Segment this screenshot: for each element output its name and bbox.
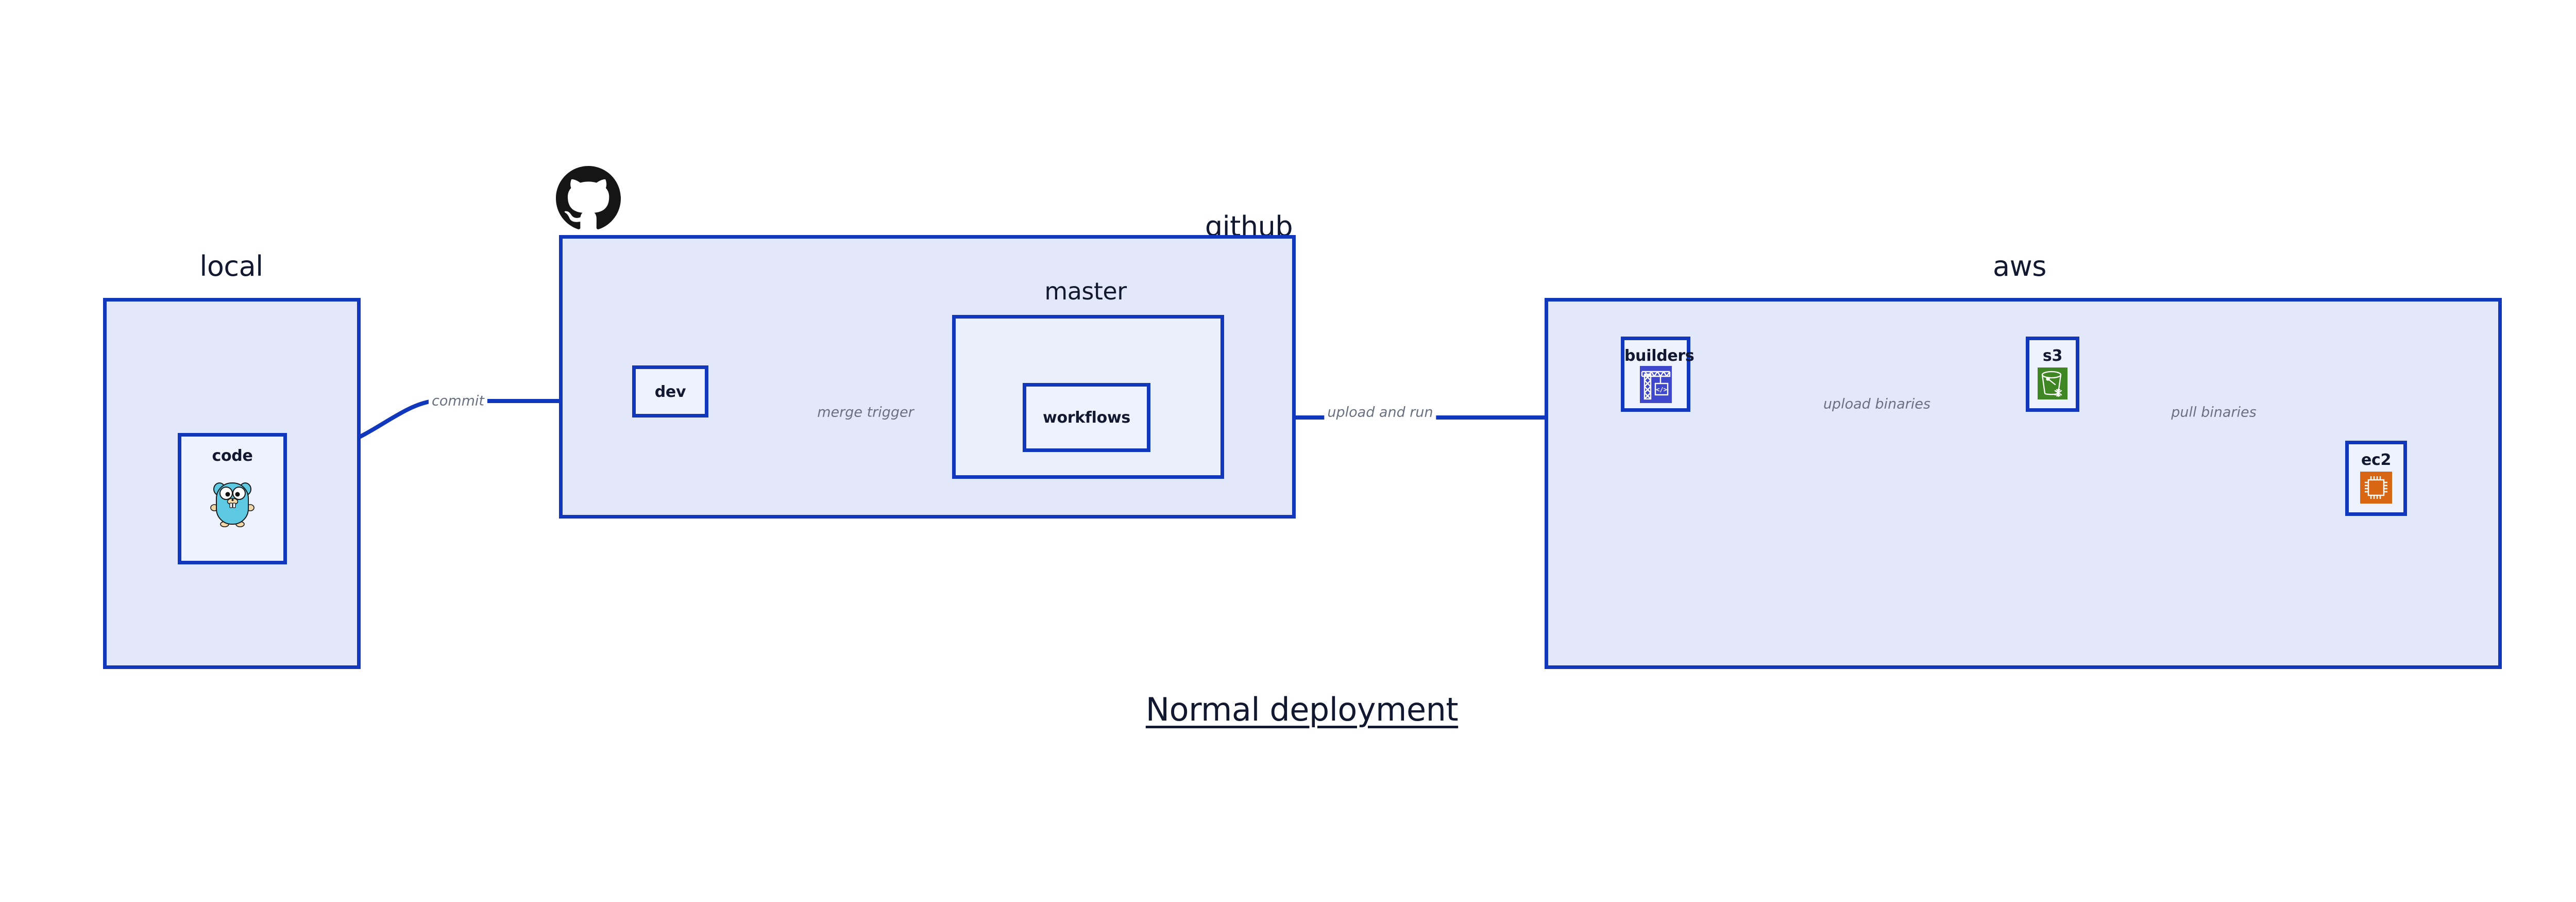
node-label-code: code (212, 447, 253, 465)
svg-text:</>: </> (1656, 386, 1667, 393)
aws-ec2-chip-icon (2360, 472, 2392, 504)
page-title: Normal deployment (1145, 691, 1459, 728)
node-label-builders: builders (1624, 347, 1694, 365)
node-label-dev: dev (654, 383, 686, 401)
edge-label-upload-and-run: upload and run (1324, 404, 1436, 421)
edge-label-pull-binaries: pull binaries (2168, 404, 2260, 421)
edge-label-commit: commit (428, 393, 488, 409)
node-box-workflows[interactable]: workflows (1023, 383, 1150, 452)
node-box-s3[interactable]: s3 (2026, 337, 2079, 412)
edge-label-merge-trigger: merge trigger (814, 404, 917, 421)
node-box-ec2[interactable]: ec2 (2345, 441, 2407, 516)
node-box-code[interactable]: code (178, 433, 287, 564)
group-box-aws (1545, 298, 2502, 669)
node-label-ec2: ec2 (2361, 451, 2392, 469)
aws-s3-bucket-icon (2038, 368, 2067, 399)
node-label-workflows: workflows (1043, 409, 1130, 427)
aws-builders-crane-icon: </> (1639, 366, 1672, 403)
node-box-builders[interactable]: builders </> (1621, 337, 1694, 412)
github-octocat-icon (555, 166, 621, 231)
go-gopher-icon (210, 474, 255, 527)
group-label-local: local (199, 250, 263, 282)
group-label-aws: aws (1993, 250, 2046, 282)
node-label-s3: s3 (2042, 347, 2063, 365)
subgroup-label-master: master (1044, 277, 1127, 305)
edge-label-upload-binaries: upload binaries (1820, 396, 1934, 412)
node-box-dev[interactable]: dev (632, 365, 708, 417)
